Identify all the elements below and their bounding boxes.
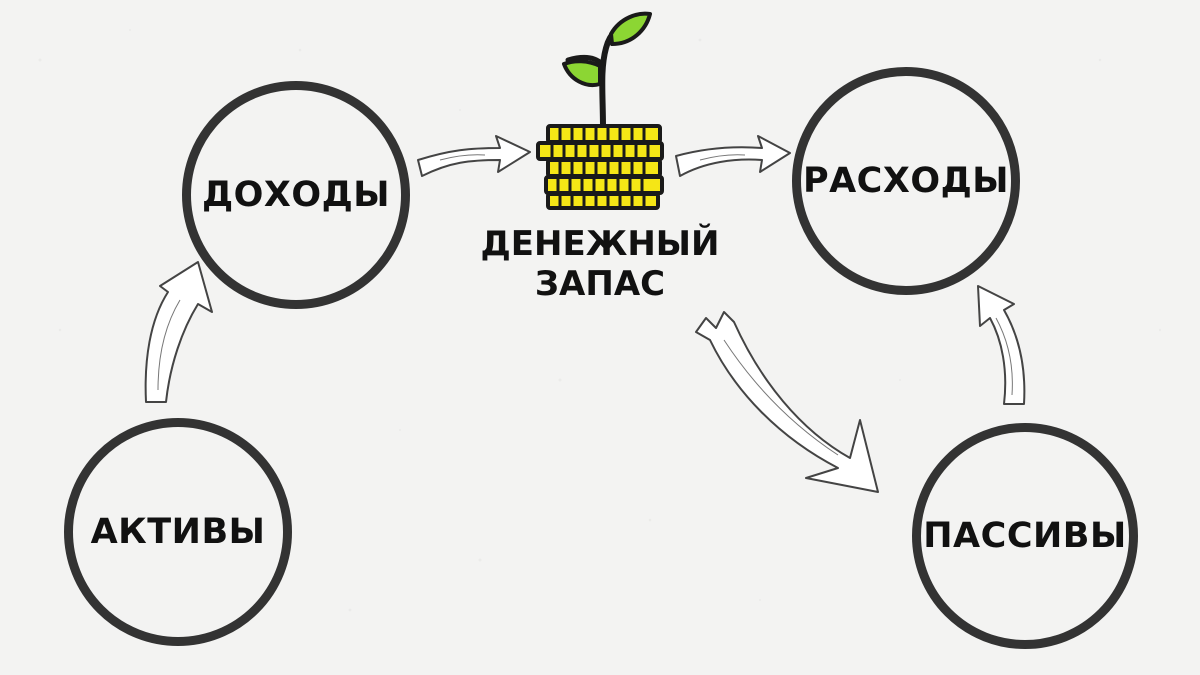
arrow-assets-to-income	[144, 261, 213, 403]
liabilities-label: ПАССИВЫ	[923, 516, 1127, 556]
income-label: ДОХОДЫ	[201, 175, 391, 215]
income-node: ДОХОДЫ	[182, 81, 410, 309]
coin-stack-icon	[536, 124, 664, 210]
money-reserve-line2: ЗАПАС	[534, 264, 666, 304]
arrow-liabilities-to-expenses	[977, 285, 1026, 405]
money-reserve-line1: ДЕНЕЖНЫЙ	[480, 224, 720, 264]
expenses-label: РАСХОДЫ	[802, 161, 1010, 201]
expenses-node: РАСХОДЫ	[792, 67, 1020, 295]
arrow-reserve-to-liabilities	[695, 311, 879, 493]
assets-node: АКТИВЫ	[64, 418, 292, 646]
arrow-reserve-to-expenses	[675, 135, 791, 177]
liabilities-node: ПАССИВЫ	[912, 423, 1138, 649]
sprout-icon	[562, 11, 652, 131]
assets-label: АКТИВЫ	[90, 512, 266, 552]
money-reserve-label: ДЕНЕЖНЫЙ ЗАПАС	[470, 224, 730, 304]
arrow-income-to-reserve	[417, 135, 531, 177]
